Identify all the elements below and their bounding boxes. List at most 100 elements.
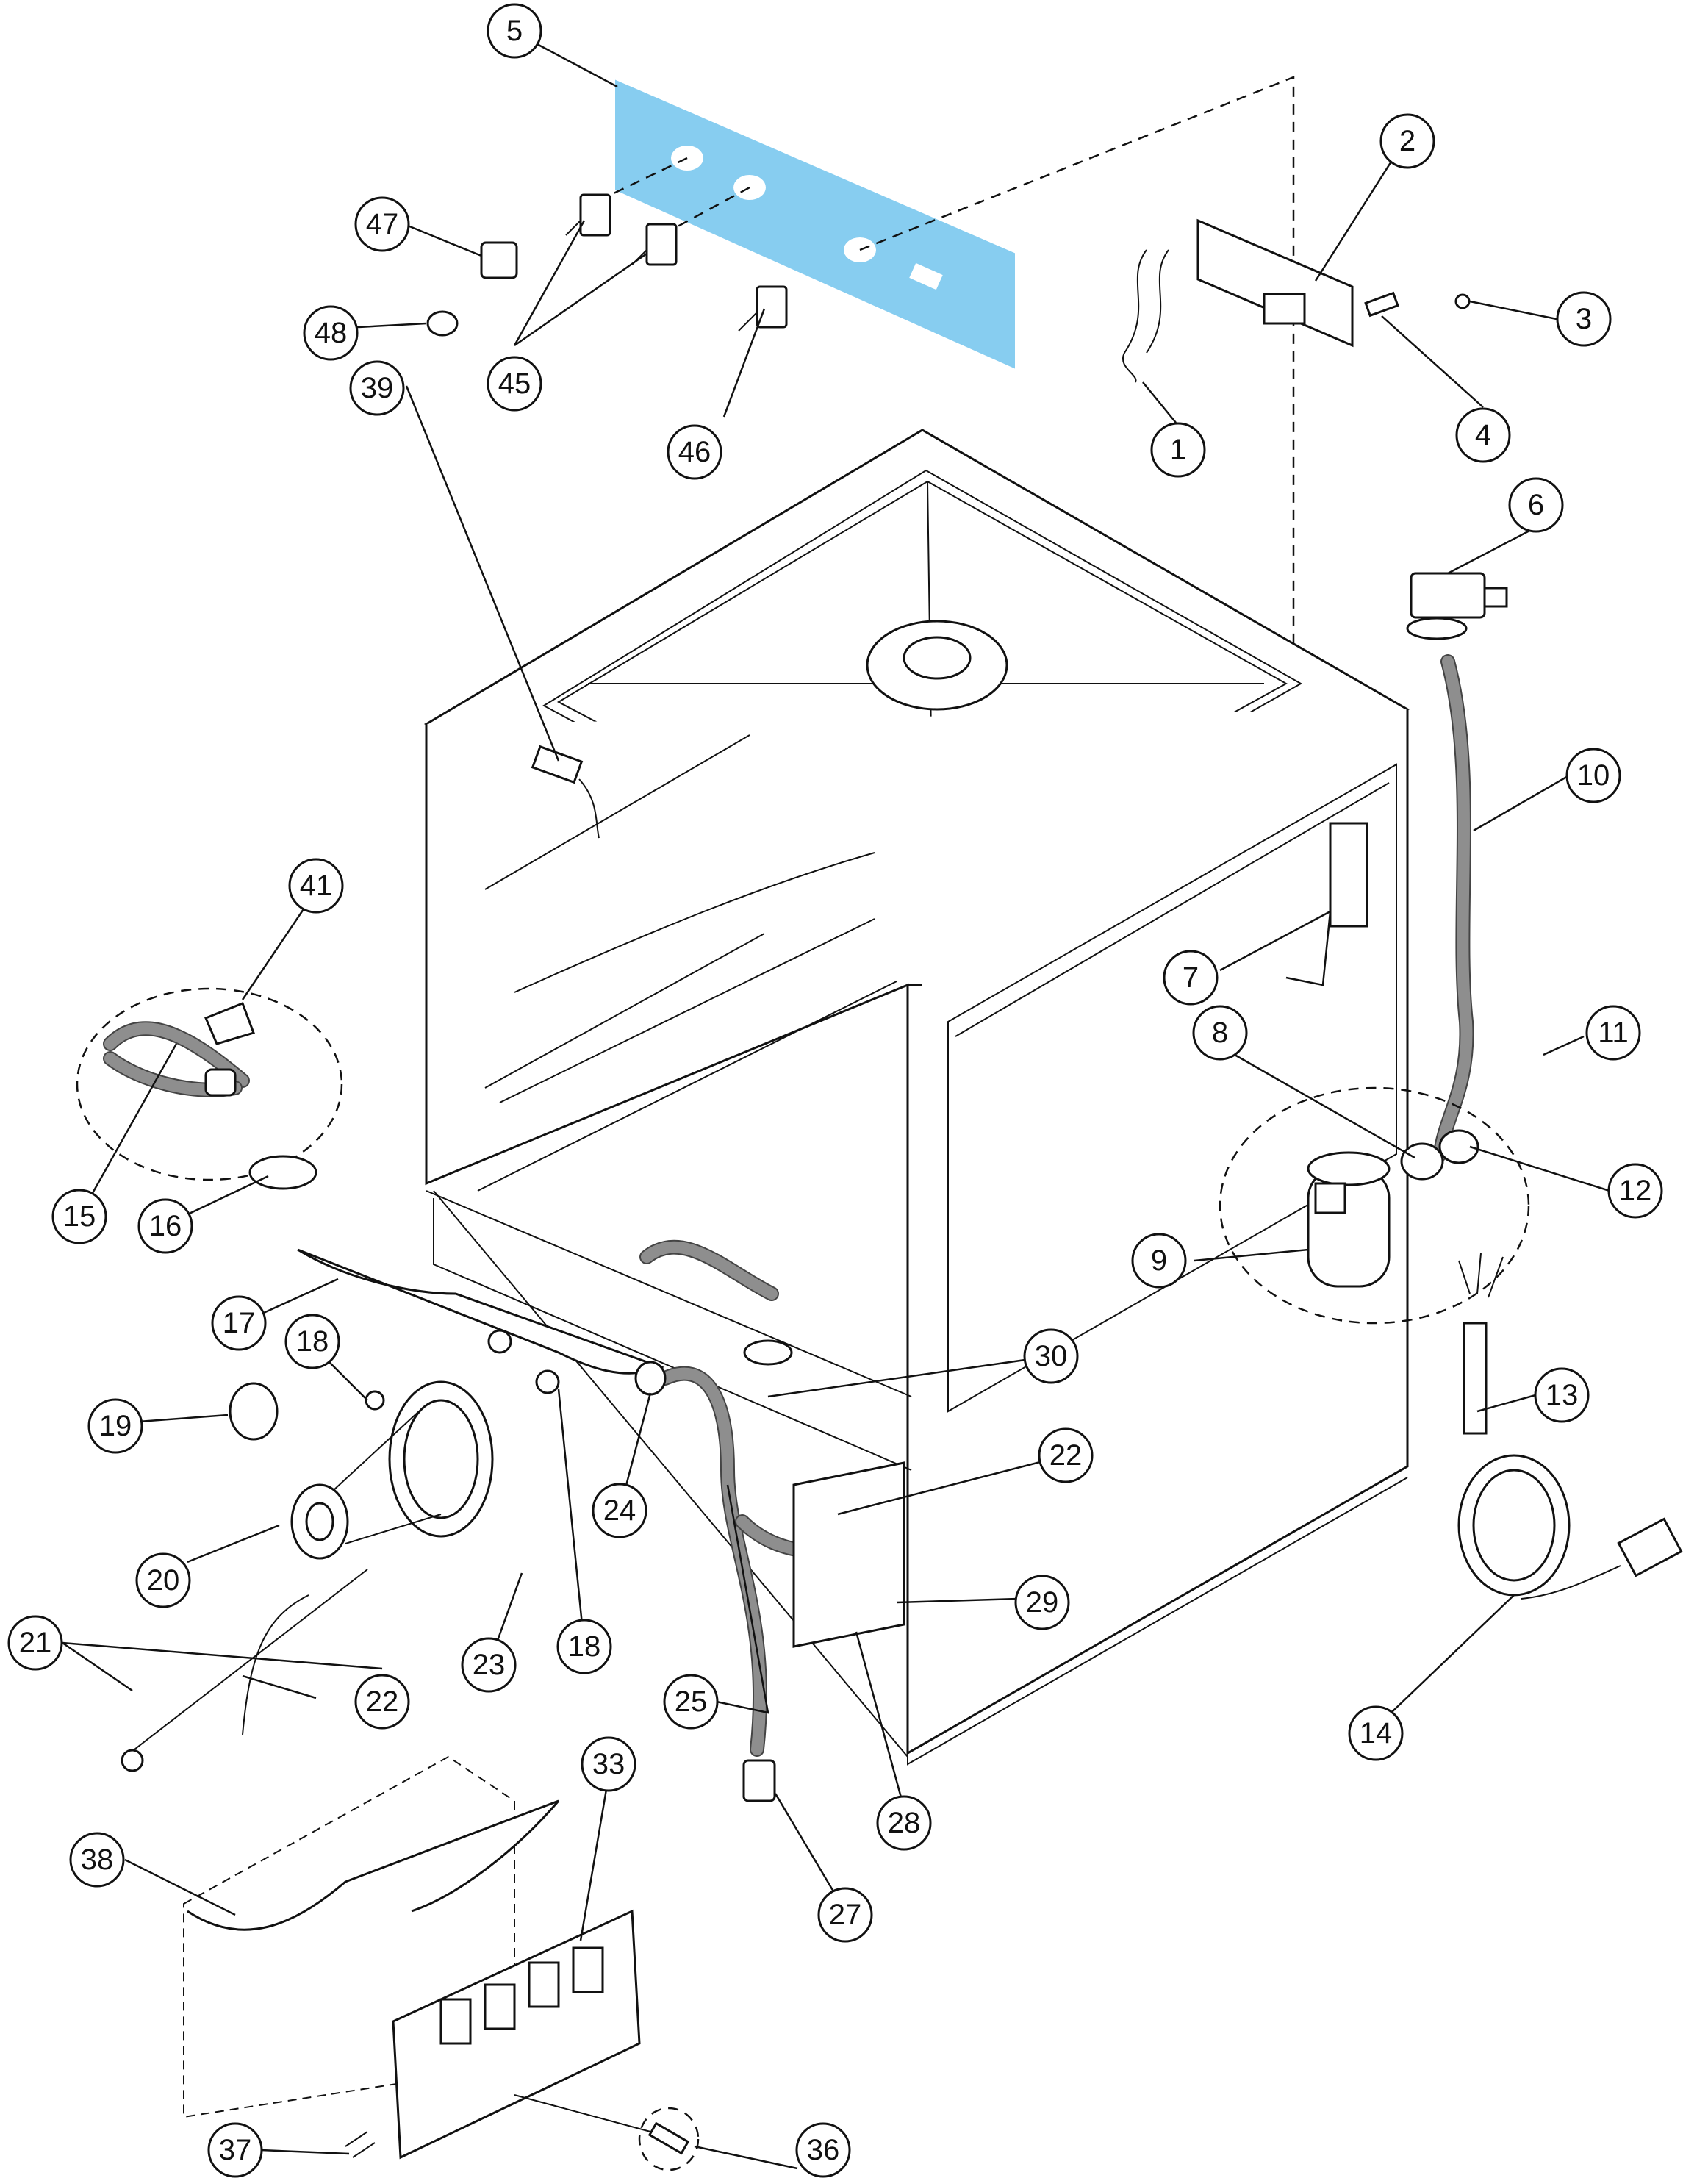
callout-47: 47 (354, 196, 410, 252)
thermostat-a (487, 1329, 512, 1354)
svg-text:38: 38 (81, 1844, 114, 1876)
control-knob (480, 241, 518, 279)
fuse (647, 2121, 690, 2155)
svg-text:2: 2 (1399, 125, 1415, 157)
callout-15: 15 (51, 1189, 107, 1244)
callout-48: 48 (303, 305, 359, 361)
svg-text:16: 16 (149, 1210, 182, 1242)
callout-45: 45 (487, 356, 542, 412)
svg-text:13: 13 (1546, 1379, 1579, 1411)
svg-text:27: 27 (829, 1899, 862, 1931)
svg-text:17: 17 (223, 1307, 256, 1339)
callout-14: 14 (1348, 1705, 1404, 1761)
callout-17: 17 (211, 1295, 267, 1351)
callout-5: 5 (487, 3, 542, 59)
callout-12: 12 (1607, 1163, 1663, 1219)
callout-25: 25 (663, 1674, 719, 1730)
callout-28: 28 (876, 1795, 932, 1851)
svg-text:37: 37 (219, 2134, 252, 2166)
hose-end-filter (742, 1759, 776, 1802)
svg-text:11: 11 (1598, 1017, 1629, 1049)
inner-heating-element (639, 1239, 793, 1366)
callout-29: 29 (1014, 1575, 1070, 1630)
svg-text:18: 18 (296, 1325, 329, 1358)
svg-text:48: 48 (315, 317, 348, 349)
callout-23: 23 (461, 1637, 517, 1693)
cable-tie (345, 2131, 376, 2158)
svg-text:47: 47 (366, 208, 399, 240)
callout-36: 36 (795, 2122, 851, 2178)
callout-41: 41 (288, 858, 344, 914)
svg-text:7: 7 (1183, 961, 1199, 994)
callout-20: 20 (135, 1552, 191, 1608)
pressure-hose (1435, 656, 1473, 1160)
svg-text:22: 22 (366, 1686, 399, 1718)
callout-10: 10 (1565, 748, 1621, 803)
knob-ring (426, 310, 459, 337)
callout-19: 19 (87, 1398, 143, 1454)
callout-2: 2 (1379, 113, 1435, 169)
callout-6: 6 (1508, 477, 1564, 533)
main-control-board (392, 1909, 641, 2160)
callout-22-upper: 22 (1038, 1427, 1094, 1483)
svg-text:46: 46 (678, 436, 711, 468)
callout-18-bottom: 18 (556, 1619, 612, 1674)
svg-text:33: 33 (592, 1748, 625, 1780)
assembly-guide-lines (595, 76, 1295, 1250)
pump-gasket (229, 1382, 279, 1441)
svg-text:8: 8 (1212, 1017, 1228, 1049)
door-hinge (1329, 822, 1368, 928)
svg-text:30: 30 (1035, 1340, 1068, 1372)
callout-46: 46 (667, 424, 722, 480)
svg-text:12: 12 (1619, 1175, 1652, 1207)
svg-text:36: 36 (807, 2134, 840, 2166)
callout-18-top: 18 (284, 1314, 340, 1369)
svg-text:22: 22 (1049, 1439, 1083, 1472)
drain-pump (290, 1380, 494, 1560)
callout-27: 27 (817, 1887, 873, 1943)
pressure-switch (1406, 572, 1508, 640)
callout-38: 38 (69, 1832, 125, 1888)
svg-text:29: 29 (1026, 1586, 1059, 1619)
front-cover (297, 1248, 665, 1375)
callout-13: 13 (1534, 1367, 1590, 1423)
callout-30: 30 (1023, 1328, 1079, 1384)
svg-text:28: 28 (888, 1807, 921, 1839)
thermostat-b (535, 1369, 560, 1394)
air-trap (1307, 1129, 1479, 1288)
svg-text:6: 6 (1528, 489, 1544, 521)
svg-text:15: 15 (63, 1200, 96, 1233)
level-sensor (531, 745, 584, 784)
heating-element (103, 1002, 317, 1190)
callout-9: 9 (1131, 1233, 1187, 1289)
svg-text:21: 21 (19, 1627, 52, 1659)
callout-11: 11 (1585, 1005, 1641, 1061)
callout-7: 7 (1163, 950, 1219, 1006)
svg-text:18: 18 (568, 1630, 601, 1663)
svg-text:9: 9 (1151, 1244, 1167, 1277)
callout-22-lower: 22 (354, 1674, 410, 1730)
ground-wire (124, 1569, 368, 1758)
callout-24: 24 (592, 1483, 647, 1538)
sensor-wire (578, 778, 600, 839)
callout-4: 4 (1455, 407, 1511, 463)
svg-text:5: 5 (506, 15, 523, 47)
air-trap-group-outline (1219, 1086, 1530, 1325)
callout-16: 16 (137, 1198, 193, 1254)
fuse-outline (638, 2107, 700, 2171)
callout-37: 37 (207, 2122, 263, 2178)
float-switch (634, 1361, 667, 1396)
svg-text:25: 25 (675, 1686, 708, 1718)
svg-text:39: 39 (361, 372, 394, 404)
svg-text:1: 1 (1170, 434, 1186, 466)
svg-text:10: 10 (1577, 759, 1610, 792)
electronic-display-board (1122, 218, 1471, 383)
callout-3: 3 (1556, 291, 1612, 347)
tub-body (423, 429, 1410, 1766)
svg-text:41: 41 (300, 870, 333, 902)
svg-text:23: 23 (473, 1649, 506, 1681)
pump-module (792, 1461, 905, 1648)
callout-21: 21 (7, 1615, 63, 1671)
callout-39: 39 (349, 360, 405, 416)
